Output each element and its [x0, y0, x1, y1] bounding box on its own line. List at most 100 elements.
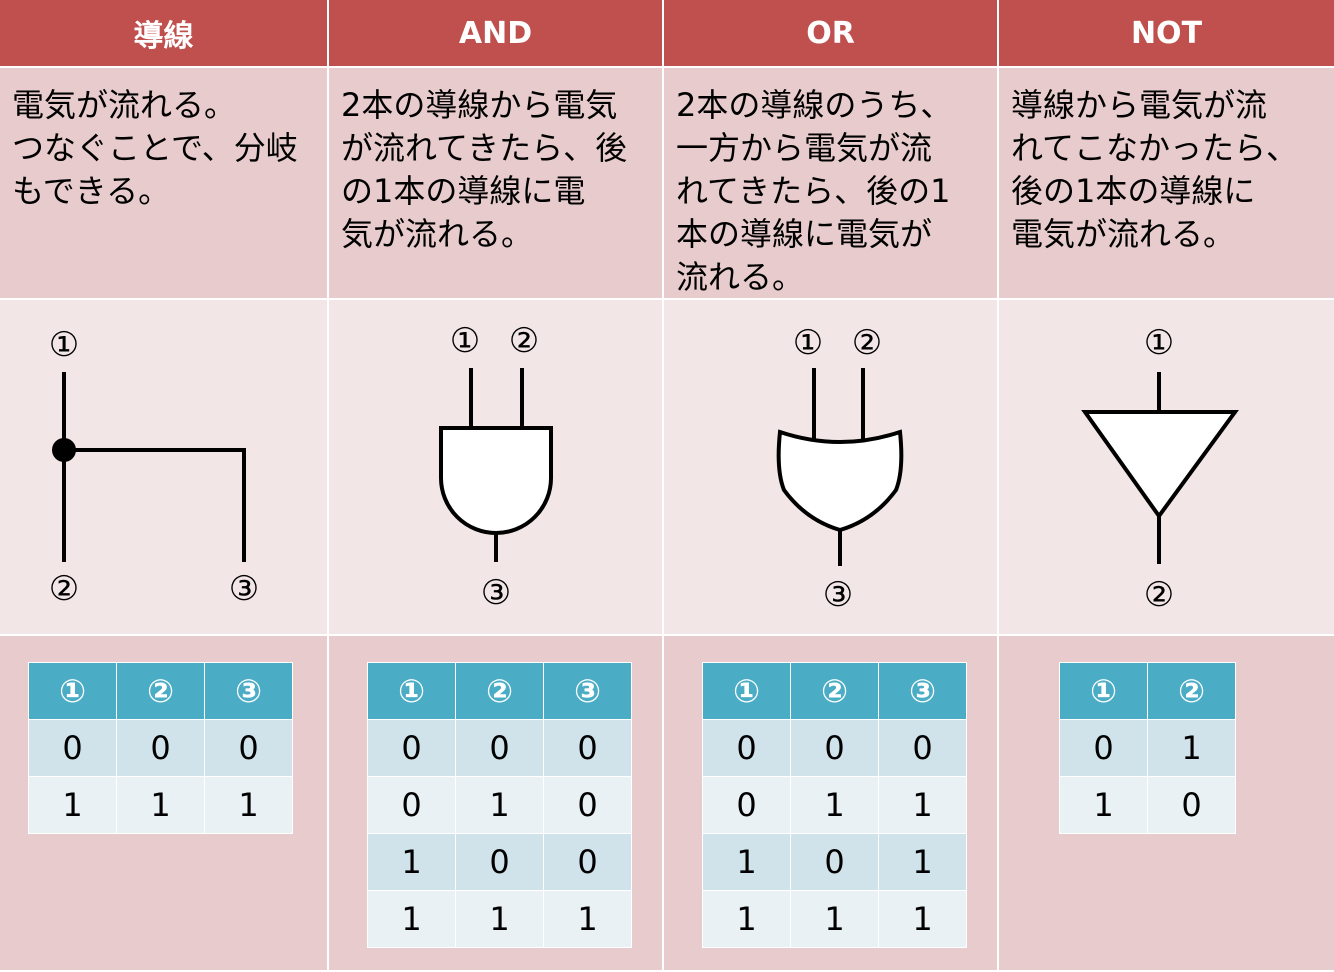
header-wire: 導線	[0, 0, 329, 68]
symbol-cell-and: ① ② ③	[329, 300, 664, 636]
or-gate-symbol: ① ② ③	[776, 323, 904, 615]
or-label-3: ③	[823, 575, 853, 615]
and-label-2: ②	[509, 321, 539, 361]
not-label-2: ②	[1144, 575, 1174, 615]
table-cell: 1	[455, 776, 544, 834]
table-header-cell: ②	[455, 662, 544, 720]
table-cell: 0	[790, 719, 879, 777]
wire-label-1: ①	[49, 325, 79, 365]
or-gate-body	[776, 429, 904, 533]
table-cell: 1	[1059, 776, 1148, 834]
or-label-2: ②	[852, 323, 882, 363]
and-label-3: ③	[481, 573, 511, 613]
and-label-1: ①	[450, 321, 480, 361]
symbol-cell-wire: ① ② ③	[0, 300, 329, 636]
table-cell: 0	[702, 776, 791, 834]
table-cell: 1	[702, 833, 791, 891]
wire-junction-symbol: ① ② ③	[49, 325, 259, 609]
junction-dot	[52, 438, 76, 462]
table-cell: 1	[878, 890, 967, 948]
table-cell: 1	[790, 890, 879, 948]
table-cell: 0	[367, 719, 456, 777]
or-label-1: ①	[793, 323, 823, 363]
table-cell: 1	[455, 890, 544, 948]
description-or: 2本の導線のうち、 一方から電気が流 れてきたら、後の1 本の導線に電気が 流れ…	[664, 68, 999, 300]
symbol-cell-or: ① ② ③	[664, 300, 999, 636]
and-gate-body	[439, 426, 553, 535]
table-header-cell: ①	[702, 662, 791, 720]
description-not: 導線から電気が流 れてこなかったら、 後の1本の導線に 電気が流れる。	[999, 68, 1334, 300]
table-cell: 1	[28, 776, 117, 834]
table-header-cell: ①	[1059, 662, 1148, 720]
wire-label-2: ②	[49, 569, 79, 609]
table-cell: 0	[367, 776, 456, 834]
table-cell: 0	[543, 833, 632, 891]
description-wire: 電気が流れる。 つなぐことで、分岐 もできる。	[0, 68, 329, 300]
header-not: NOT	[999, 0, 1334, 68]
table-cell: 1	[878, 776, 967, 834]
table-cell: 1	[790, 776, 879, 834]
table-header-cell: ②	[790, 662, 879, 720]
wire-label-3: ③	[229, 569, 259, 609]
table-header-cell: ③	[878, 662, 967, 720]
table-cell: 1	[204, 776, 293, 834]
wire-branch	[64, 448, 246, 562]
table-cell: 0	[1059, 719, 1148, 777]
table-cell: 0	[1147, 776, 1236, 834]
header-and: AND	[329, 0, 664, 68]
table-cell: 1	[1147, 719, 1236, 777]
table-cell: 1	[367, 890, 456, 948]
not-gate-symbol: ① ②	[1081, 323, 1239, 615]
description-and: 2本の導線から電気 が流れてきたら、後 の1本の導線に電 気が流れる。	[329, 68, 664, 300]
table-cell: 0	[28, 719, 117, 777]
table-cell: 0	[204, 719, 293, 777]
table-header-cell: ②	[116, 662, 205, 720]
table-header-cell: ②	[1147, 662, 1236, 720]
table-cell: 0	[455, 719, 544, 777]
table-cell: 0	[543, 776, 632, 834]
not-gate-body	[1081, 410, 1239, 520]
table-header-cell: ③	[204, 662, 293, 720]
table-cell: 0	[702, 719, 791, 777]
table-header-cell: ①	[28, 662, 117, 720]
header-or: OR	[664, 0, 999, 68]
table-cell: 0	[790, 833, 879, 891]
table-cell: 0	[116, 719, 205, 777]
and-gate-symbol: ① ② ③	[439, 321, 553, 613]
table-cell: 1	[367, 833, 456, 891]
table-cell: 0	[878, 719, 967, 777]
table-cell: 0	[543, 719, 632, 777]
table-cell: 0	[455, 833, 544, 891]
not-label-1: ①	[1144, 323, 1174, 363]
table-cell: 1	[116, 776, 205, 834]
table-header-cell: ①	[367, 662, 456, 720]
table-cell: 1	[878, 833, 967, 891]
table-cell: 1	[702, 890, 791, 948]
table-header-cell: ③	[543, 662, 632, 720]
